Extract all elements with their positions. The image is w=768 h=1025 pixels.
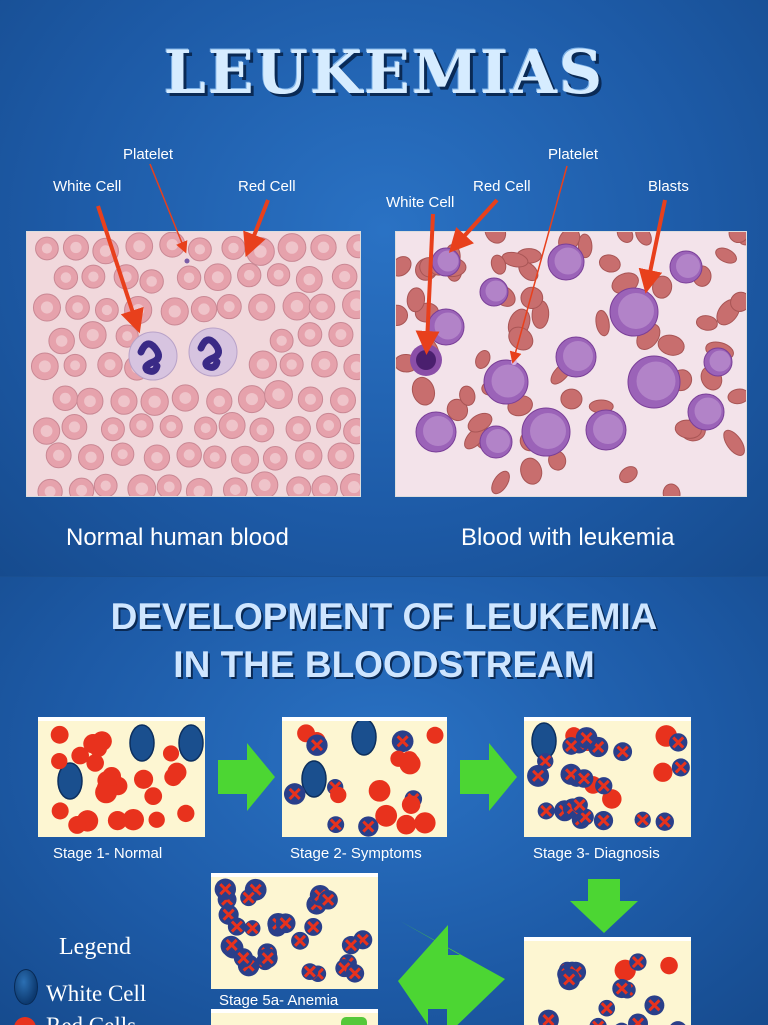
red-cell xyxy=(427,727,444,744)
red-cell xyxy=(149,812,165,828)
slide-development: DEVELOPMENT OF LEUKEMIA IN THE BLOODSTRE… xyxy=(0,576,768,1025)
arrow-stage3-to-4 xyxy=(570,879,638,933)
red-cell xyxy=(68,816,86,834)
stage-5b-cells xyxy=(211,1013,378,1025)
red-cell xyxy=(414,812,435,833)
red-cell xyxy=(402,795,421,814)
caption-normal-blood: Normal human blood xyxy=(66,524,289,552)
red-blood-cell xyxy=(632,232,654,248)
red-blood-cell xyxy=(616,463,640,486)
platelet xyxy=(511,359,517,365)
red-blood-cell xyxy=(518,456,545,487)
stage-5a-panel xyxy=(211,873,378,989)
red-blood-cell xyxy=(614,232,636,245)
red-cell xyxy=(51,726,69,744)
stage-1-cells xyxy=(38,721,205,837)
stage-4-cells xyxy=(524,941,691,1025)
red-cell xyxy=(102,767,121,786)
red-cell xyxy=(660,957,678,975)
red-blood-cell xyxy=(488,468,513,496)
legend-white-cell: White Cell xyxy=(46,981,146,1007)
red-cell xyxy=(369,780,391,802)
red-cell xyxy=(401,751,418,768)
stage-2-label: Stage 2- Symptoms xyxy=(290,845,422,862)
title-line-2: IN THE BLOODSTREAM xyxy=(173,644,594,685)
stage-3-panel xyxy=(524,717,691,837)
slide-title: LEUKEMIAS xyxy=(0,38,768,108)
red-cell xyxy=(144,787,162,805)
leukemia-blood-micrograph xyxy=(395,231,747,497)
stage-1-label: Stage 1- Normal xyxy=(53,845,162,862)
stage-5a-label: Stage 5a- Anemia xyxy=(219,992,338,1009)
red-cell xyxy=(177,805,194,822)
title-line-1: DEVELOPMENT OF LEUKEMIA xyxy=(111,596,658,637)
stage-5a-cells xyxy=(211,877,378,989)
label-platelet-leukemia: Platelet xyxy=(548,146,598,163)
red-blood-cell xyxy=(662,483,682,496)
red-cell xyxy=(653,763,672,782)
label-red-cell-leukemia: Red Cell xyxy=(473,178,531,195)
red-blood-cell xyxy=(481,232,510,247)
white-cell xyxy=(302,761,326,797)
red-cell xyxy=(134,770,153,789)
legend-red-cells: Red Cells xyxy=(46,1013,136,1025)
label-platelet-normal: Platelet xyxy=(123,146,173,163)
arrow-stage1-to-2 xyxy=(218,743,275,811)
white-cell xyxy=(352,721,376,755)
red-cell xyxy=(123,809,144,830)
red-cell xyxy=(375,805,397,827)
red-blood-cell xyxy=(594,309,611,336)
white-cell xyxy=(130,725,154,761)
slide2-title: DEVELOPMENT OF LEUKEMIA IN THE BLOODSTRE… xyxy=(0,593,768,689)
red-cell xyxy=(51,753,67,769)
red-blood-cell xyxy=(396,305,408,326)
stage-3-cells xyxy=(524,721,691,837)
white-cell-icon xyxy=(14,969,38,1005)
leukemia-blood-cells xyxy=(396,232,746,496)
white-cell xyxy=(179,725,203,761)
red-blood-cell xyxy=(651,274,674,299)
legend-title: Legend xyxy=(59,934,131,961)
red-cell xyxy=(71,747,89,765)
slide-leukemias: LEUKEMIAS Platelet White Cell Red Cell P… xyxy=(0,0,768,576)
stage-2-cells xyxy=(282,721,447,837)
red-cell xyxy=(163,745,179,761)
platelet xyxy=(185,259,190,264)
red-cell xyxy=(164,768,182,786)
label-white-cell-normal: White Cell xyxy=(53,178,121,195)
red-blood-cell xyxy=(656,332,687,358)
red-blood-cell xyxy=(396,253,415,280)
red-cell xyxy=(86,754,104,772)
label-red-cell-normal: Red Cell xyxy=(238,178,296,195)
normal-blood-micrograph xyxy=(26,231,361,497)
red-blood-cell xyxy=(720,427,746,459)
red-cell xyxy=(52,802,69,819)
normal-blood-cells xyxy=(27,232,360,496)
red-cell xyxy=(396,815,416,835)
label-blasts: Blasts xyxy=(648,178,689,195)
label-white-cell-leukemia: White Cell xyxy=(386,194,454,211)
caption-leukemia-blood: Blood with leukemia xyxy=(461,524,674,552)
stage-3-label: Stage 3- Diagnosis xyxy=(533,845,660,862)
arrow-stage2-to-3 xyxy=(460,743,517,811)
red-blood-cell xyxy=(695,314,718,332)
red-blood-cell xyxy=(713,245,739,266)
red-cell xyxy=(330,787,346,803)
arrow-stage4-to-5 xyxy=(398,921,505,1025)
stage-4-panel xyxy=(524,937,691,1025)
red-blood-cell xyxy=(560,388,583,410)
red-blood-cell xyxy=(727,388,746,406)
stage-2-panel xyxy=(282,717,447,837)
red-blood-cell xyxy=(409,375,438,408)
stage-1-panel xyxy=(38,717,205,837)
stage-5b-panel-partial xyxy=(211,1009,378,1025)
red-cell xyxy=(90,740,108,758)
red-blood-cell xyxy=(597,252,622,274)
red-blood-cell xyxy=(728,232,746,243)
